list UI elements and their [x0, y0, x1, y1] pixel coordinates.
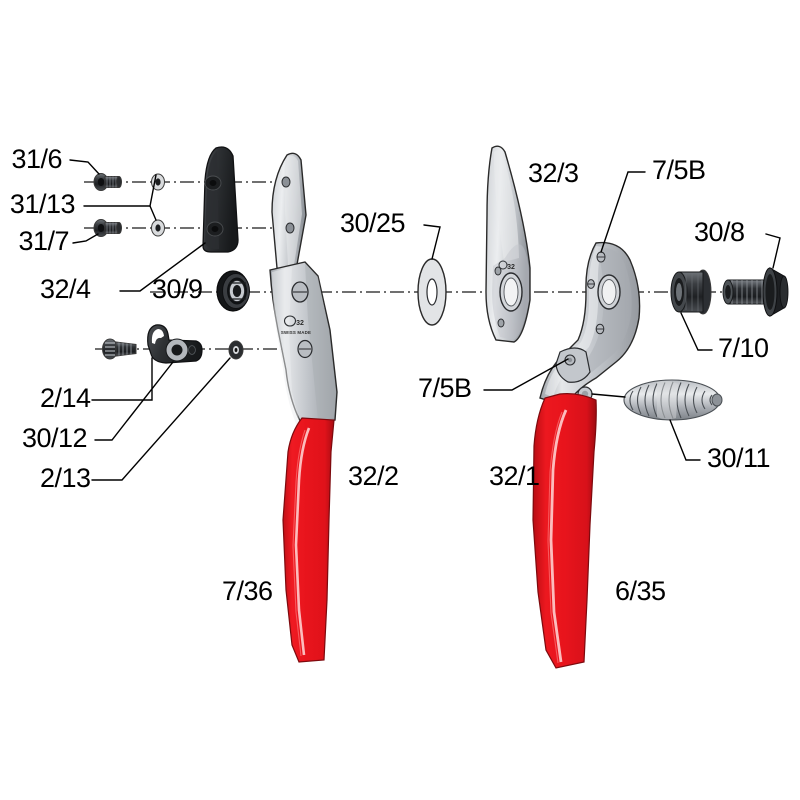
marking-number-right: 32 [507, 264, 515, 271]
label-7-5B-mid: 7/5B [418, 373, 472, 403]
marking-text-left: SWISS MADE [281, 330, 311, 335]
leader-31-6 [69, 159, 100, 175]
label-30-25: 30/25 [340, 208, 405, 238]
blade-marking-right: 32 [498, 260, 515, 271]
leader-30-12 [94, 361, 174, 441]
label-2-13: 2/13 [40, 463, 91, 493]
leader-30-8 [765, 233, 781, 269]
marking-number-left: 32 [296, 320, 304, 327]
blade-marking-left: 32 SWISS MADE [281, 315, 311, 335]
cutting-blade[interactable]: 32 [485, 145, 531, 343]
leader-32-4 [119, 242, 206, 292]
washer-pair[interactable] [151, 173, 165, 237]
label-6-35: 6/35 [615, 576, 666, 606]
leader-30-11 [669, 419, 701, 461]
slotted-screw[interactable] [102, 338, 137, 360]
label-32-2: 32/2 [348, 461, 399, 491]
label-31-6: 31/6 [11, 144, 62, 174]
label-30-8: 30/8 [694, 217, 745, 247]
blade-rivet-top[interactable] [596, 251, 606, 263]
label-32-4: 32/4 [40, 274, 91, 304]
left-grip[interactable] [282, 417, 335, 663]
labels-group: 31/6 31/13 31/7 32/4 30/9 2/14 30/12 2/1… [10, 144, 771, 606]
label-30-9: 30/9 [152, 274, 203, 304]
screw-lower[interactable] [93, 219, 122, 237]
label-31-13: 31/13 [10, 189, 75, 219]
bushing[interactable] [670, 269, 712, 315]
lock-nut[interactable] [216, 270, 250, 312]
leader-30-25 [423, 224, 441, 260]
screw-upper[interactable] [93, 173, 122, 191]
leader-2-13 [91, 357, 231, 481]
right-handle-assembly[interactable] [532, 241, 641, 669]
leader-2-14 [91, 357, 153, 401]
label-7-5B-top: 7/5B [652, 155, 706, 185]
leader-7-5B-top [600, 171, 646, 253]
leader-31-7 [72, 233, 99, 244]
leader-7-10 [680, 312, 713, 351]
center-bolt[interactable] [722, 267, 789, 317]
leader-31-13b [149, 205, 157, 221]
small-washer[interactable] [228, 340, 244, 360]
label-32-1: 32/1 [489, 461, 540, 491]
spring[interactable] [623, 379, 723, 421]
anvil-lever[interactable] [202, 146, 239, 253]
left-handle-assembly[interactable]: 32 SWISS MADE [269, 152, 338, 663]
label-30-11: 30/11 [707, 443, 770, 473]
label-7-36: 7/36 [222, 576, 273, 606]
label-32-3: 32/3 [528, 158, 579, 188]
leader-spring-stud [591, 393, 626, 398]
flat-washer[interactable] [417, 258, 447, 326]
leader-lines [69, 159, 781, 481]
catch-lever[interactable] [147, 324, 203, 364]
label-30-12: 30/12 [22, 423, 87, 453]
right-grip[interactable] [532, 393, 597, 669]
leader-7-5B-mid [483, 358, 569, 391]
label-2-14: 2/14 [40, 383, 91, 413]
label-7-10: 7/10 [718, 333, 769, 363]
label-31-7: 31/7 [18, 226, 69, 256]
